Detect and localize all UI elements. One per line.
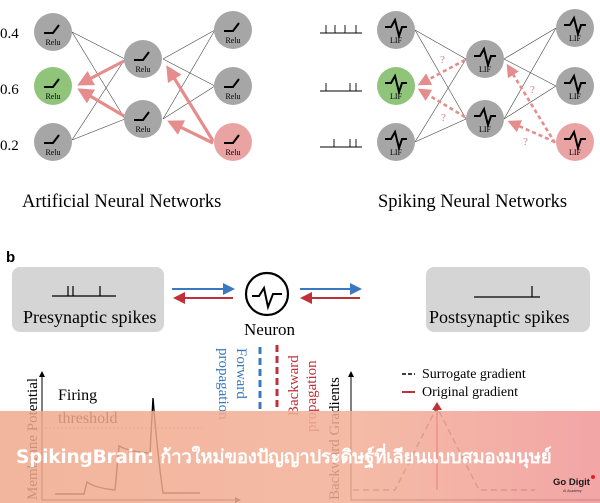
relu-icon bbox=[44, 24, 60, 34]
relu-icon bbox=[134, 51, 150, 61]
relu-node: Relu bbox=[34, 67, 72, 105]
relu-icon bbox=[224, 78, 240, 88]
node-label: Relu bbox=[225, 148, 240, 157]
node-label: Relu bbox=[45, 38, 60, 47]
forward-label-2: propagation bbox=[215, 348, 231, 420]
question-mark: ? bbox=[441, 112, 446, 124]
node-label: Relu bbox=[135, 125, 150, 134]
relu-icon bbox=[44, 78, 60, 88]
lif-node: LIF bbox=[556, 9, 594, 47]
node-label: Relu bbox=[45, 148, 60, 157]
node-label: LIF bbox=[479, 65, 492, 74]
lif-node: LIF bbox=[556, 67, 594, 105]
backward-label-1: Backward bbox=[286, 355, 302, 416]
node-label: LIF bbox=[390, 36, 403, 45]
spike-waveform-icon bbox=[564, 73, 586, 96]
lif-node: LIF bbox=[377, 123, 415, 161]
lif-node: LIF bbox=[466, 40, 504, 78]
relu-icon bbox=[44, 134, 60, 144]
snn-input-spike-trains bbox=[320, 25, 362, 148]
ann-input-value-3: 0.2 bbox=[0, 138, 19, 154]
node-label: LIF bbox=[390, 92, 403, 101]
go-digit-logo: Go Digit bbox=[553, 477, 590, 488]
panel-b-label: b bbox=[6, 249, 15, 266]
postsynaptic-label: Postsynaptic spikes bbox=[429, 307, 570, 327]
node-label: LIF bbox=[479, 125, 492, 134]
logo-subtitle: AI Academy bbox=[563, 489, 582, 493]
presynaptic-label: Presynaptic spikes bbox=[23, 307, 156, 327]
ann-input-value-2: 0.6 bbox=[0, 82, 19, 98]
neuron-label: Neuron bbox=[244, 320, 295, 339]
question-mark: ? bbox=[440, 54, 445, 66]
lif-node: LIF bbox=[466, 100, 504, 138]
relu-icon bbox=[224, 134, 240, 144]
spike-waveform-icon bbox=[385, 73, 407, 96]
spike-waveform-icon bbox=[385, 17, 407, 40]
legend-original-label: Original gradient bbox=[422, 385, 518, 400]
question-mark: ? bbox=[523, 136, 528, 148]
relu-node: Relu bbox=[34, 13, 72, 51]
node-label: Relu bbox=[225, 36, 240, 45]
postsynaptic-spike-train bbox=[474, 286, 540, 298]
ann-network: 0.4 0.6 0.2 ReluReluReluReluReluReluRelu… bbox=[0, 11, 252, 212]
node-label: LIF bbox=[569, 92, 582, 101]
spike-waveform-icon bbox=[474, 106, 496, 129]
postsynaptic-box: Postsynaptic spikes bbox=[426, 267, 590, 332]
question-mark: ? bbox=[530, 84, 535, 96]
original-gradient-peak bbox=[432, 402, 442, 410]
logo-dot-icon bbox=[591, 475, 595, 479]
node-label: LIF bbox=[569, 34, 582, 43]
title-banner bbox=[0, 411, 600, 503]
snn-network: ? ? ? ? LIF LIF LIF LIF LIF LIF LIF LIF Spiking… bbox=[320, 9, 594, 212]
signal-arrows bbox=[172, 283, 362, 304]
node-label: Relu bbox=[135, 65, 150, 74]
legend-surrogate-label: Surrogate gradient bbox=[422, 367, 526, 382]
relu-node: Relu bbox=[214, 67, 252, 105]
spike-train-1 bbox=[320, 25, 362, 34]
snn-title: Spiking Neural Networks bbox=[378, 192, 567, 212]
snn-question-marks: ? ? ? ? bbox=[440, 54, 535, 148]
lif-node: LIF bbox=[377, 67, 415, 105]
relu-node: Relu bbox=[214, 11, 252, 49]
relu-node: Relu bbox=[34, 123, 72, 161]
spike-waveform-icon bbox=[474, 46, 496, 69]
relu-node: Relu bbox=[124, 100, 162, 138]
snn-nodes: LIF LIF LIF LIF LIF LIF LIF LIF bbox=[377, 9, 594, 161]
firing-label: Firing bbox=[58, 387, 97, 404]
presynaptic-spike-train bbox=[52, 286, 116, 297]
node-label: Relu bbox=[225, 92, 240, 101]
forward-label-1: Forward bbox=[233, 348, 249, 399]
node-label: Relu bbox=[45, 92, 60, 101]
presynaptic-box: Presynaptic spikes bbox=[12, 267, 164, 332]
spike-waveform-icon bbox=[385, 129, 407, 152]
ann-input-value-1: 0.4 bbox=[0, 26, 19, 42]
snn-gradient-arrows bbox=[417, 58, 557, 144]
spike-train-3 bbox=[320, 139, 362, 148]
neuron-icon bbox=[244, 271, 290, 317]
ann-title: Artificial Neural Networks bbox=[22, 192, 221, 212]
relu-node: Relu bbox=[214, 123, 252, 161]
spike-train-2 bbox=[320, 83, 362, 92]
lif-node: LIF bbox=[377, 11, 415, 49]
relu-icon bbox=[134, 111, 150, 121]
node-label: LIF bbox=[569, 148, 582, 157]
spike-waveform-icon bbox=[564, 15, 586, 38]
ann-gradient-arrows bbox=[77, 59, 215, 145]
relu-node: Relu bbox=[124, 40, 162, 78]
relu-icon bbox=[224, 22, 240, 32]
snn-connections bbox=[414, 27, 557, 143]
node-label: LIF bbox=[390, 148, 403, 157]
banner-title: SpikingBrain: ก้าวใหม่ของปัญญาประดิษฐ์ที… bbox=[16, 447, 552, 468]
lif-node: LIF bbox=[556, 123, 594, 161]
spike-waveform-icon bbox=[564, 129, 586, 152]
